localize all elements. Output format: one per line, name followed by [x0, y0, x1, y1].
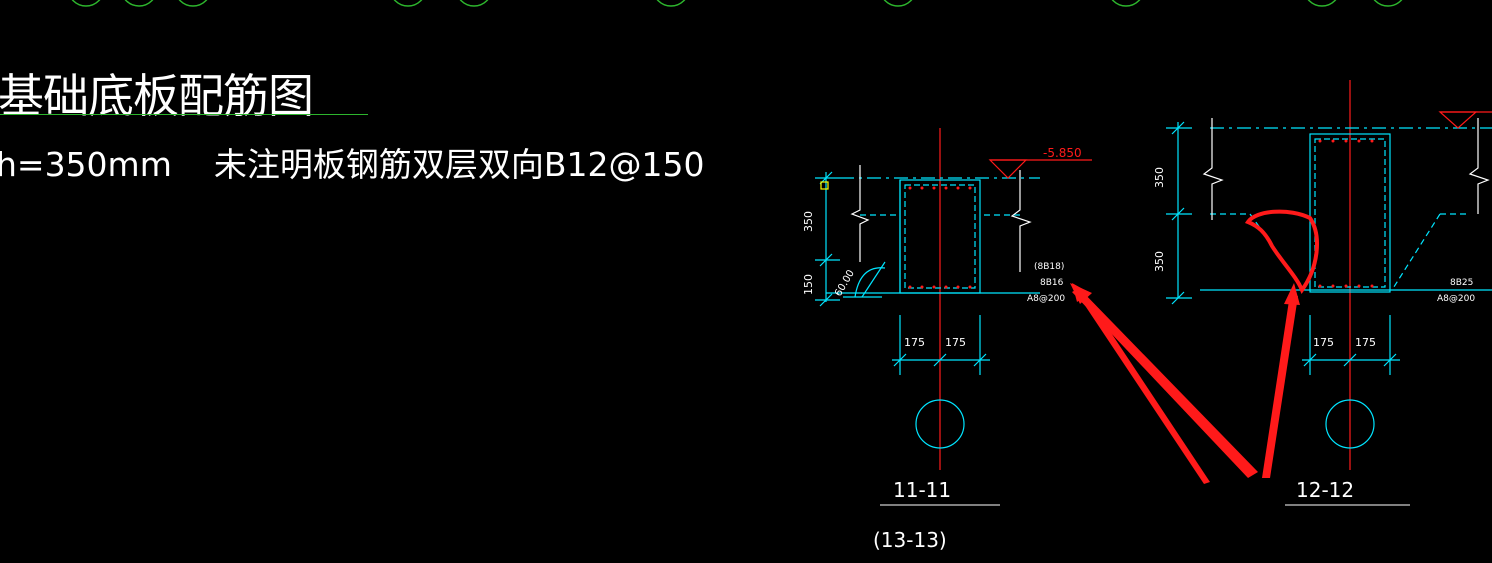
section-11-dim-right: 175	[945, 336, 966, 349]
drawing-note: h=350mm 未注明板钢筋双层双向B12@150	[0, 138, 704, 186]
section-12-dim-left: 175	[1313, 336, 1334, 349]
section-11-pile	[915, 399, 965, 449]
section-11-sub-label: (13-13)	[873, 528, 947, 552]
section-12-pile	[1325, 399, 1375, 449]
section-11-drawing	[815, 128, 1040, 470]
circle-highlight-mark	[1244, 209, 1319, 295]
section-11-dim-left: 175	[904, 336, 925, 349]
title-underline	[0, 114, 368, 115]
thickness-note: h=350mm	[0, 145, 172, 184]
arrow-shaft-1	[1072, 288, 1258, 478]
rebar-note: 未注明板钢筋双层双向B12@150	[213, 145, 705, 184]
section-12-label: 12-12	[1296, 478, 1354, 502]
section-11-elevation-mark	[988, 159, 1092, 179]
section-11-rebar-top: (8B18)	[1034, 262, 1064, 272]
section-11-break-right	[1010, 170, 1032, 272]
section-12-dim-right: 175	[1355, 336, 1376, 349]
section-11-angle: 60.00	[833, 268, 857, 298]
section-12-dim-upper: 350	[1153, 167, 1166, 188]
section-12-rebar-bottom: 8B25	[1450, 278, 1473, 288]
section-12-stirrup: A8@200	[1437, 294, 1475, 304]
section-12-drawing	[1166, 80, 1492, 470]
grid-bubbles	[71, 0, 1403, 7]
section-11-label: 11-11	[893, 478, 951, 502]
arrow-shaft-3	[1080, 295, 1210, 484]
arrow-head-2	[1284, 283, 1300, 305]
section-12-dim-lower: 350	[1153, 251, 1166, 272]
section-11-dim-lower: 150	[802, 274, 815, 295]
arrow-shaft-2	[1262, 294, 1298, 478]
section-11-rebar-bottom: 8B16	[1040, 278, 1064, 288]
arrow-head-3	[1072, 283, 1090, 302]
section-11-dim-upper: 350	[802, 211, 815, 232]
red-annotation	[1070, 209, 1319, 484]
section-11-elevation-text: -5.850	[1043, 146, 1082, 160]
section-12-elevation-mark	[1438, 111, 1492, 129]
section-11-stirrup	[904, 184, 976, 289]
section-11-break-left	[850, 165, 870, 262]
section-11-stirrup: A8@200	[1027, 294, 1065, 304]
